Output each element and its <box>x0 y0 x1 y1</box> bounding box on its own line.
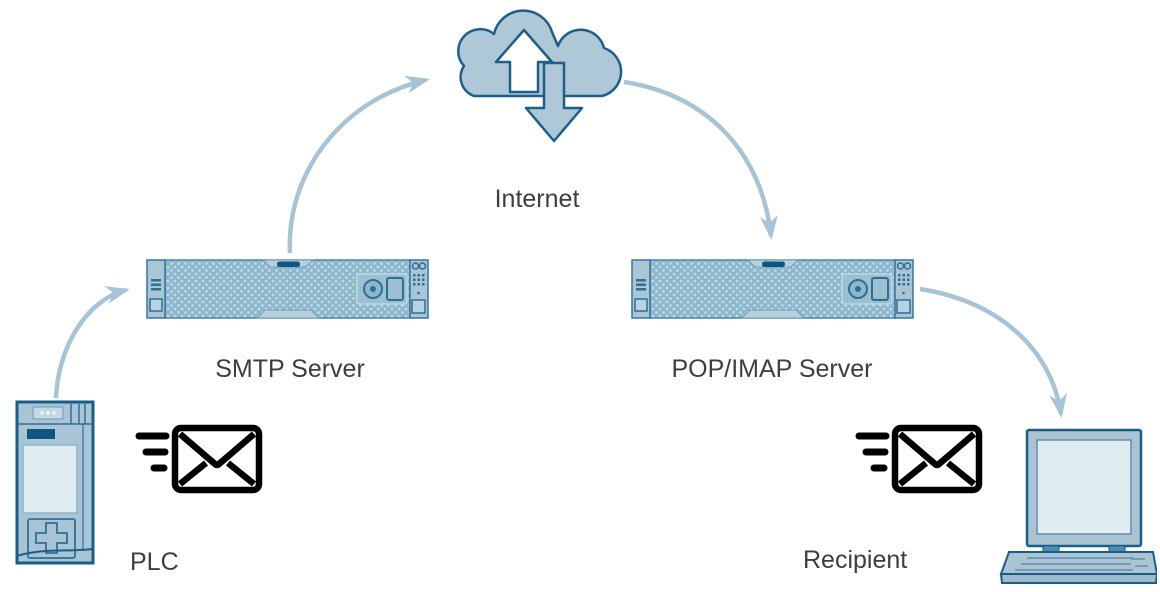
cloud-up-down-arrows-icon <box>457 9 623 143</box>
email-send-icon <box>855 424 983 494</box>
cloud-up-arrow <box>494 28 554 94</box>
arrow-plc-to-smtp <box>53 286 130 399</box>
pop-imap-server-label: POP/IMAP Server <box>671 355 873 383</box>
smtp-rack-server-icon <box>146 259 429 319</box>
pop-imap-rack-server-icon <box>631 259 914 319</box>
recipient-label: Recipient <box>803 546 908 574</box>
internet-label: Internet <box>494 185 580 213</box>
arrow-internet-to-popimap <box>623 79 778 240</box>
cloud-down-arrow <box>524 61 584 143</box>
arrow-popimap-to-recipient <box>919 286 1068 418</box>
keyboard-lines <box>1015 557 1148 571</box>
plc-label: PLC <box>130 548 179 576</box>
laptop-icon <box>999 428 1157 584</box>
arrow-smtp-to-internet <box>287 75 430 254</box>
speed-lines <box>135 432 170 472</box>
email-send-icon <box>135 424 263 494</box>
smtp-server-label: SMTP Server <box>215 355 365 383</box>
speed-lines <box>855 432 890 472</box>
plc-controller-icon <box>15 400 95 565</box>
